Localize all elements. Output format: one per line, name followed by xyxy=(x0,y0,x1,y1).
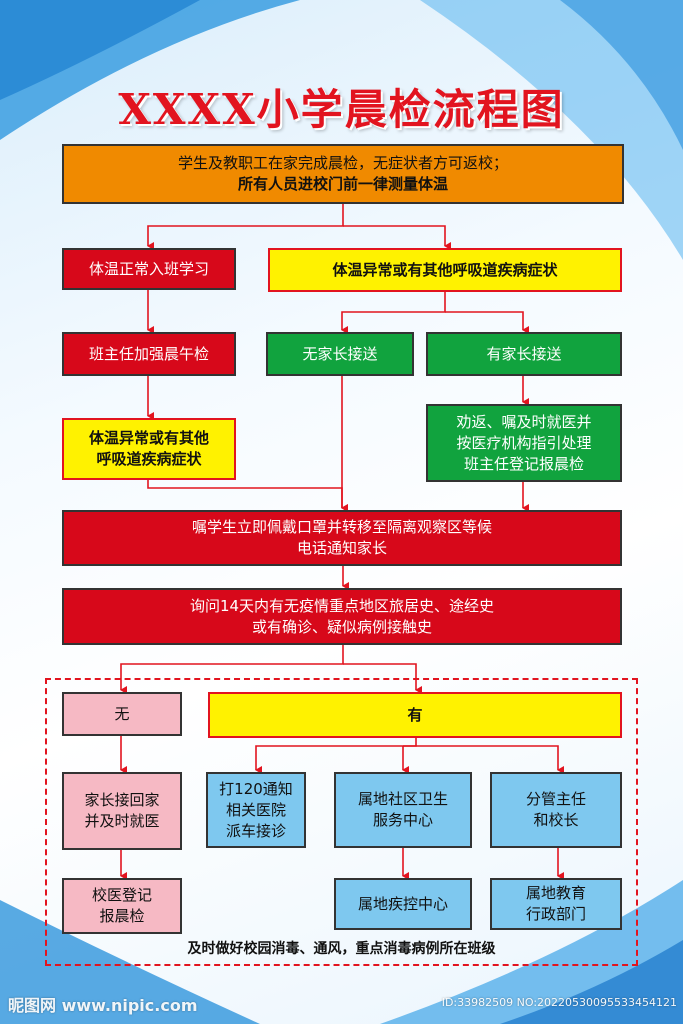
isolate-line-1: 嘱学生立即佩戴口罩并转移至隔离观察区等候 xyxy=(191,518,492,536)
normal-temperature-label: 体温正常入班学习 xyxy=(88,259,209,278)
principal-box: 分管主任 和校长 xyxy=(490,772,622,848)
inquire-box: 询问14天内有无疫情重点地区旅居史、途经史 或有确诊、疑似病例接触史 xyxy=(62,588,622,645)
principal-line-2: 和校长 xyxy=(533,811,579,829)
school-doctor-box: 校医登记 报晨检 xyxy=(62,878,182,934)
start-box: 学生及教职工在家完成晨检，无症状者方可返校； 所有人员进校门前一律测量体温 xyxy=(62,144,624,204)
with-parent-box: 有家长接送 xyxy=(426,332,622,376)
advise-box: 劝返、嘱及时就医并 按医疗机构指引处理 班主任登记报晨检 xyxy=(426,404,622,482)
call-120-box: 打120通知 相关医院 派车接诊 xyxy=(206,772,306,848)
advise-line-1: 劝返、嘱及时就医并 xyxy=(456,412,592,431)
abnormal-left-line-2: 呼吸道疾病症状 xyxy=(96,450,202,468)
watermark-id: ID:33982509 NO:20220530095533454121 xyxy=(441,996,677,1009)
teacher-check-label: 班主任加强晨午检 xyxy=(88,344,209,363)
no-parent-box: 无家长接送 xyxy=(266,332,414,376)
disinfection-note: 及时做好校园消毒、通风，重点消毒病例所在班级 xyxy=(187,941,496,957)
isolate-line-2: 电话通知家长 xyxy=(296,539,387,557)
education-dept-line-2: 行政部门 xyxy=(525,905,586,923)
parent-pickup-line-1: 家长接回家 xyxy=(84,791,160,809)
teacher-check-box: 班主任加强晨午检 xyxy=(62,332,236,376)
parent-pickup-box: 家长接回家 并及时就医 xyxy=(62,772,182,850)
start-line-2: 所有人员进校门前一律测量体温 xyxy=(237,175,448,193)
yes-box: 有 xyxy=(208,692,622,738)
cdc-box: 属地疾控中心 xyxy=(334,878,472,930)
inquire-line-1: 询问14天内有无疫情重点地区旅居史、途经史 xyxy=(189,596,495,615)
school-doctor-line-1: 校医登记 xyxy=(91,886,152,904)
start-line-1: 学生及教职工在家完成晨检，无症状者方可返校； xyxy=(177,154,508,172)
abnormal-symptoms-box: 体温异常或有其他呼吸道疾病症状 xyxy=(268,248,622,292)
abnormal-left-box: 体温异常或有其他 呼吸道疾病症状 xyxy=(62,418,236,480)
isolate-box: 嘱学生立即佩戴口罩并转移至隔离观察区等候 电话通知家长 xyxy=(62,510,622,566)
community-health-line-1: 属地社区卫生 xyxy=(357,790,448,808)
normal-temperature-box: 体温正常入班学习 xyxy=(62,248,236,290)
community-health-box: 属地社区卫生 服务中心 xyxy=(334,772,472,848)
principal-line-1: 分管主任 xyxy=(525,790,586,808)
education-dept-box: 属地教育 行政部门 xyxy=(490,878,622,930)
abnormal-left-line-1: 体温异常或有其他 xyxy=(88,429,209,447)
with-parent-label: 有家长接送 xyxy=(486,344,562,363)
call-120-line-2: 相关医院 xyxy=(225,800,286,819)
call-120-line-1: 打120通知 xyxy=(219,779,293,798)
page-title: XXXX小学晨检流程图 xyxy=(118,85,565,134)
yes-label: 有 xyxy=(407,705,423,724)
none-box: 无 xyxy=(62,692,182,736)
watermark-site: 昵图网 www.nipic.com xyxy=(8,996,198,1015)
cdc-label: 属地疾控中心 xyxy=(357,894,448,913)
advise-line-2: 按医疗机构指引处理 xyxy=(456,433,592,452)
community-health-line-2: 服务中心 xyxy=(372,811,433,829)
school-doctor-line-2: 报晨检 xyxy=(99,907,145,925)
none-label: 无 xyxy=(114,704,130,723)
inquire-line-2: 或有确诊、疑似病例接触史 xyxy=(251,617,432,636)
call-120-line-3: 派车接诊 xyxy=(225,821,286,840)
education-dept-line-1: 属地教育 xyxy=(525,884,586,902)
abnormal-symptoms-label: 体温异常或有其他呼吸道疾病症状 xyxy=(332,260,558,279)
no-parent-label: 无家长接送 xyxy=(302,344,378,363)
advise-line-3: 班主任登记报晨检 xyxy=(463,454,584,473)
response-frame xyxy=(45,678,638,966)
parent-pickup-line-2: 并及时就医 xyxy=(84,812,160,830)
